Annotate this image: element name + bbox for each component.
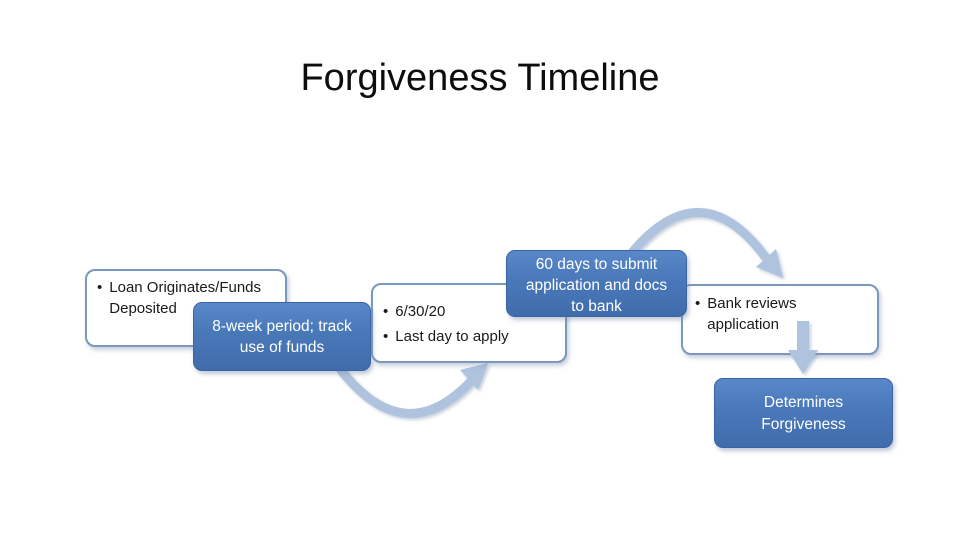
eight-week-period-box: 8-week period; track use of funds xyxy=(193,302,371,371)
last-day-to-apply-box: • 6/30/20 • Last day to apply xyxy=(371,283,567,363)
curved-arrow-top xyxy=(625,208,770,261)
curved-arrow-bottom xyxy=(336,366,476,418)
curved-arrow-bottom-head-icon xyxy=(460,363,488,390)
bullet-marker: • xyxy=(383,328,389,345)
bank-reviews-text: Bank reviews application xyxy=(707,295,797,333)
determines-line-2: Forgiveness xyxy=(761,416,846,433)
sixty-days-line-1: 60 days to submit xyxy=(535,256,658,273)
bullet-line: • Last day to apply xyxy=(383,325,559,348)
sixty-days-line-2: application and docs xyxy=(525,277,668,294)
sixty-days-submit-box: 60 days to submit application and docs t… xyxy=(506,250,687,317)
eight-week-line-1: 8-week period; track xyxy=(212,318,352,335)
determines-forgiveness-box: Determines Forgiveness xyxy=(714,378,893,448)
sixty-days-line-3: to bank xyxy=(571,298,622,315)
bank-reviews-box: • Bank reviews application xyxy=(681,284,879,355)
deadline-date-text: 6/30/20 xyxy=(395,303,446,320)
down-arrow-icon xyxy=(788,321,818,374)
curved-arrow-top-head-icon xyxy=(756,249,783,278)
bullet-marker: • xyxy=(97,279,103,296)
determines-line-1: Determines xyxy=(763,394,844,411)
bullet-line: • 6/30/20 xyxy=(383,300,559,323)
last-day-text: Last day to apply xyxy=(395,328,509,345)
loan-originates-text: Loan Originates/Funds Deposited xyxy=(109,279,262,317)
slide-title: Forgiveness Timeline xyxy=(300,57,660,99)
bullet-marker: • xyxy=(695,295,701,312)
bullet-marker: • xyxy=(383,303,389,320)
bullet-line: • Loan Originates/Funds Deposited xyxy=(97,277,279,319)
bullet-line: • Bank reviews application xyxy=(695,293,871,335)
eight-week-line-2: use of funds xyxy=(239,339,325,356)
